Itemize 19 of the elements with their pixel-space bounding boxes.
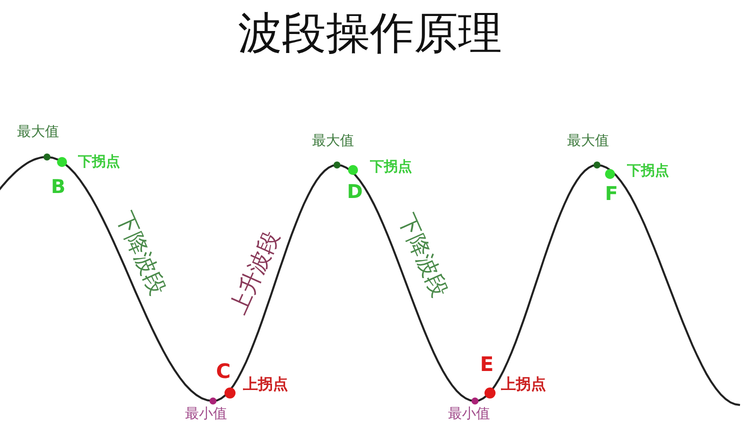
segment-label: 下降波段 — [394, 211, 450, 301]
point-letter: B — [51, 178, 66, 197]
turning-point-label: 下拐点 — [627, 164, 669, 178]
point-letter: E — [480, 354, 494, 374]
peak-label: 最大值 — [17, 125, 59, 139]
trough-label: 最小值 — [448, 407, 490, 421]
title: 波段操作原理 — [238, 12, 502, 56]
segment-label: 上升波段 — [228, 228, 284, 318]
turning-point-label: 下拐点 — [78, 155, 120, 169]
peak-label: 最大值 — [312, 134, 354, 148]
point-letter: F — [605, 185, 618, 204]
point-letter: C — [216, 361, 231, 381]
peak-label: 最大值 — [567, 134, 609, 148]
segment-label: 下降波段 — [112, 209, 168, 299]
turning-point-label: 上拐点 — [501, 377, 546, 392]
point-letter: D — [347, 183, 363, 202]
trough-label: 最小值 — [185, 407, 227, 421]
turning-point-label: 下拐点 — [370, 160, 412, 174]
turning-point-label: 上拐点 — [243, 377, 288, 392]
